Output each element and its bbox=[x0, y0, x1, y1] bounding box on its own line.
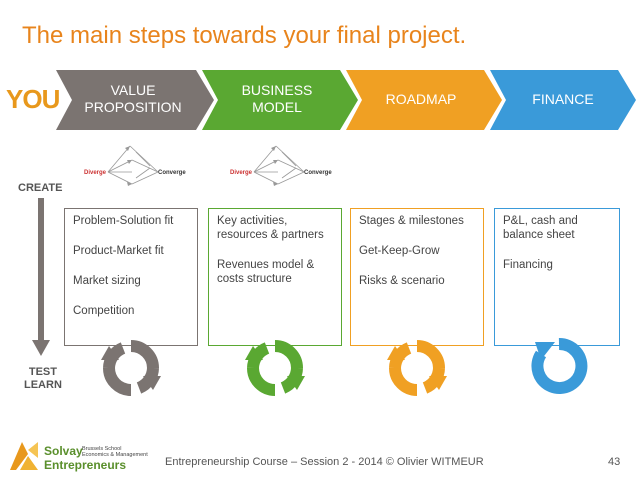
diverge-converge-diagram-1: Diverge Converge bbox=[84, 145, 186, 186]
chevron-value-proposition bbox=[56, 70, 214, 130]
diverge-converge-diagram-2: Diverge Converge bbox=[230, 145, 332, 186]
list-item: P&L, cash and balance sheet bbox=[503, 215, 578, 241]
chevron-label-value-proposition: VALUE PROPOSITION bbox=[84, 82, 182, 115]
list-item: Problem-Solution fit bbox=[73, 215, 174, 227]
list-item: Stages & milestones bbox=[359, 215, 464, 227]
list-item: Market sizing bbox=[73, 275, 141, 287]
cycle-arrows-icon-roadmap bbox=[387, 340, 447, 396]
step-box-value-proposition: Problem-Solution fit Product-Market fit … bbox=[64, 208, 198, 346]
chevron-business-model bbox=[202, 70, 358, 130]
list-item: Revenues model & costs structure bbox=[217, 259, 315, 285]
cycle-arrows-icon-finance bbox=[531, 337, 588, 394]
logo-text-entrepreneurs: Entrepreneurs bbox=[44, 458, 127, 472]
svg-text:Diverge: Diverge bbox=[84, 170, 107, 176]
slide-title: The main steps towards your final projec… bbox=[22, 22, 467, 49]
list-item: Get-Keep-Grow bbox=[359, 245, 440, 257]
test-learn-label: TEST LEARN bbox=[24, 366, 62, 391]
cycle-arrows-icon-value-proposition bbox=[101, 340, 161, 396]
list-item: Risks & scenario bbox=[359, 275, 445, 287]
chevron-label-roadmap: ROADMAP bbox=[385, 91, 457, 107]
svg-text:Converge: Converge bbox=[304, 170, 332, 176]
footer-text: Entrepreneurship Course – Session 2 - 20… bbox=[165, 456, 484, 468]
cycle-arrows-icon-business-model bbox=[245, 340, 305, 396]
chevron-label-business-model: BUSINESS MODEL bbox=[241, 82, 313, 115]
list-item: Competition bbox=[73, 305, 135, 317]
step-box-business-model: Key activities, resources & partners Rev… bbox=[208, 208, 342, 346]
logo-text-solvay: Solvay bbox=[44, 444, 83, 458]
logo-subtext: Brussels School Economics & Management bbox=[82, 446, 148, 458]
step-chevrons bbox=[56, 70, 636, 130]
create-label: CREATE bbox=[18, 182, 63, 194]
step-box-finance: P&L, cash and balance sheet Financing bbox=[494, 208, 620, 346]
you-label: YOU bbox=[6, 84, 60, 114]
page-number: 43 bbox=[608, 456, 621, 468]
svg-text:Diverge: Diverge bbox=[230, 170, 253, 176]
down-arrow-icon bbox=[32, 198, 50, 356]
svg-text:Converge: Converge bbox=[158, 170, 186, 176]
list-item: Financing bbox=[503, 259, 553, 271]
list-item: Key activities, resources & partners bbox=[217, 215, 324, 241]
list-item: Product-Market fit bbox=[73, 245, 164, 257]
solvay-logo-icon bbox=[10, 442, 38, 470]
chevron-label-finance: FINANCE bbox=[532, 91, 594, 107]
step-box-roadmap: Stages & milestones Get-Keep-Grow Risks … bbox=[350, 208, 484, 346]
chevron-roadmap bbox=[346, 70, 502, 130]
chevron-finance bbox=[490, 70, 636, 130]
